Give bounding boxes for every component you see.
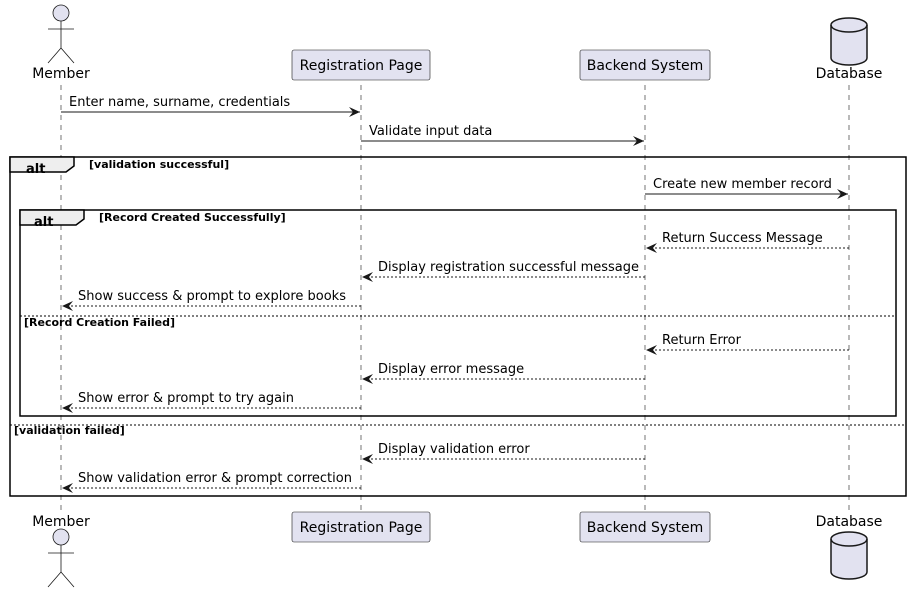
database-db: Database (816, 514, 883, 580)
participant-label: Database (816, 66, 883, 82)
actor-body-icon (47, 21, 75, 64)
database-icon (830, 531, 868, 580)
alt-fragment-frame (9, 156, 907, 497)
fragment-keyword-tab (9, 156, 75, 173)
fragment-keyword: alt (26, 162, 45, 177)
participant-box (291, 49, 431, 81)
message-label: Show validation error & prompt correctio… (78, 471, 352, 486)
message-label: Enter name, surname, credentials (69, 95, 290, 110)
participant-label: Registration Page (300, 520, 423, 536)
participant-box (291, 511, 431, 543)
database-db: Database (816, 17, 883, 82)
message-label: Display registration successful message (378, 260, 639, 275)
message-label: Show success & prompt to explore books (78, 289, 346, 304)
message-label: Create new member record (653, 177, 832, 192)
fragment-keyword: alt (34, 215, 53, 230)
participant-regpage: Registration Page (291, 49, 431, 81)
participant-box (579, 511, 711, 543)
fragment-else-condition: [Record Creation Failed] (24, 316, 175, 329)
participant-label: Member (32, 66, 90, 82)
participant-box (579, 49, 711, 81)
actor-body-icon (47, 545, 75, 588)
actor-member: Member (32, 514, 90, 588)
participant-label: Registration Page (300, 58, 423, 74)
message-label: Display validation error (378, 442, 530, 457)
messages: Enter name, surname, credentialsValidate… (61, 95, 849, 493)
database-rim-icon (830, 538, 868, 547)
message-label: Return Success Message (662, 231, 823, 246)
participant-regpage: Registration Page (291, 511, 431, 543)
message-label: Display error message (378, 362, 524, 377)
participant-backend: Backend System (579, 511, 711, 543)
database-icon (830, 17, 868, 66)
fragment-else-condition: [validation failed] (14, 424, 125, 437)
actor-head-icon (52, 4, 70, 22)
actor-member: Member (32, 4, 90, 82)
alt-fragment-frame (19, 209, 897, 417)
participant-label: Backend System (587, 58, 704, 74)
participant-label: Member (32, 514, 90, 530)
actor-head-icon (52, 528, 70, 546)
fragment-condition: [Record Created Successfully] (99, 211, 286, 224)
database-rim-icon (830, 24, 868, 33)
message-label: Validate input data (369, 124, 492, 139)
fragment-keyword-tab (19, 209, 85, 226)
message-label: Show error & prompt to try again (78, 391, 294, 406)
message-label: Return Error (662, 333, 742, 348)
fragments: alt [validation successful] [validation fa… (9, 156, 907, 497)
participant-backend: Backend System (579, 49, 711, 81)
fragment-condition: [validation successful] (89, 158, 229, 171)
participant-label: Database (816, 514, 883, 530)
participant-label: Backend System (587, 520, 704, 536)
